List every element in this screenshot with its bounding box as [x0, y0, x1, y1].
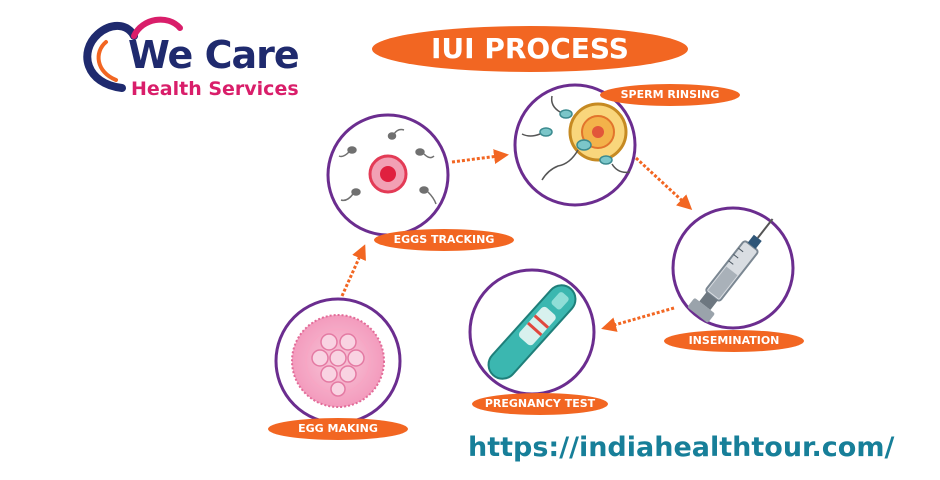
label-sperm-rinsing: SPERM RINSING [600, 84, 740, 106]
egg-with-sperm-icon [338, 128, 437, 205]
brand-tagline: Health Services [131, 78, 299, 100]
label-insemination: INSEMINATION [664, 330, 804, 352]
syringe-icon [688, 218, 774, 323]
step-eggs-tracking [326, 113, 450, 237]
step-sperm-rinsing [513, 83, 637, 207]
website-link[interactable]: https://indiahealthtour.com/ [468, 432, 895, 463]
step-egg-making [274, 297, 402, 425]
label-pregnancy-test: PREGNANCY TEST [472, 393, 608, 415]
brand-name: We Care [128, 33, 300, 77]
step-pregnancy-test [468, 268, 596, 396]
title-banner [372, 26, 688, 72]
arrow-rinsing-to-insemination [634, 156, 693, 211]
arrow-insemination-to-pregnancy [601, 306, 675, 332]
arrow-tracking-to-rinsing [451, 149, 509, 164]
label-egg-making: EGG MAKING [268, 418, 408, 440]
arrow-egg-to-tracking [340, 244, 366, 297]
pregnancy-test-icon [487, 284, 577, 380]
logo-swirl-icon [83, 16, 183, 92]
diagram-title: IUI PROCESS [431, 32, 629, 65]
egg-cell-icon [291, 314, 385, 408]
label-eggs-tracking: EGGS TRACKING [374, 229, 514, 251]
step-insemination [671, 206, 795, 330]
sperm-egg-icon [521, 95, 631, 181]
